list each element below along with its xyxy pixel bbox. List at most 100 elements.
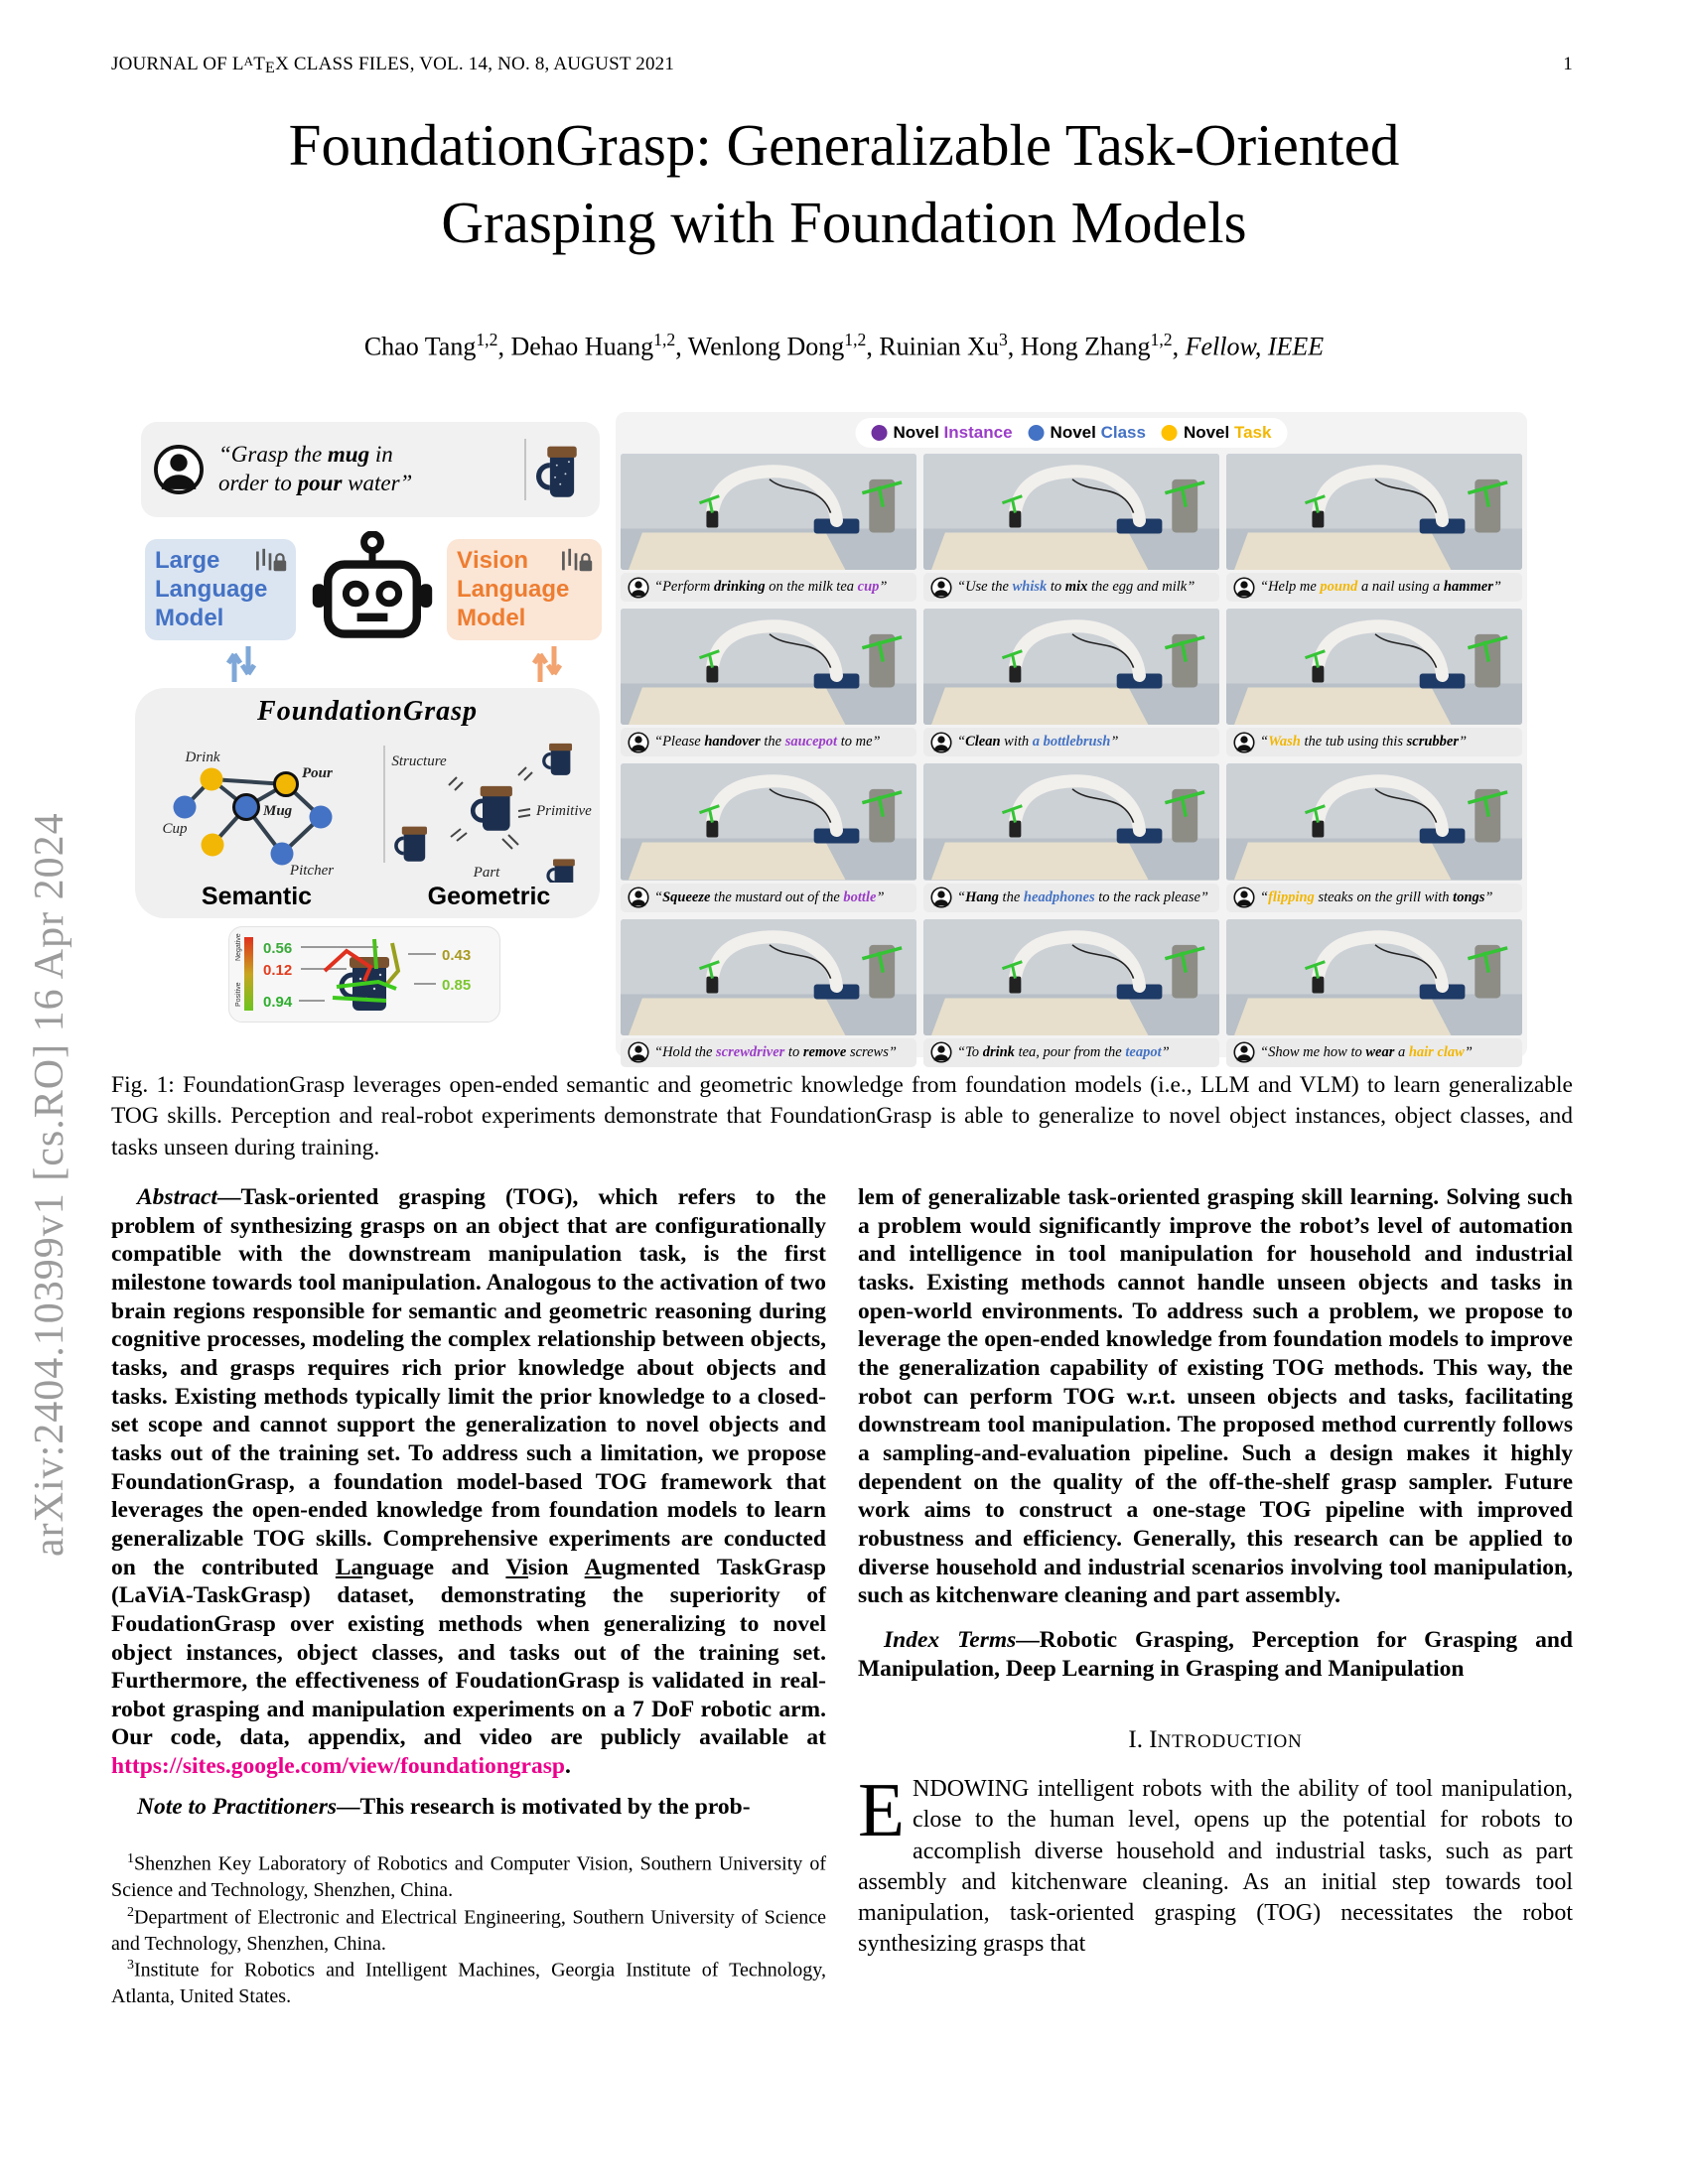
robot-demo-panel: “Help me pound a nail using a hammer” xyxy=(1226,454,1522,603)
panel-caption-text: “Perform drinking on the milk tea cup” xyxy=(654,579,888,596)
panel-caption: “Hang the headphones to the rack please” xyxy=(923,883,1219,912)
user-icon xyxy=(154,445,204,494)
robot-arm-scene xyxy=(923,763,1219,881)
score-value: 0.12 xyxy=(263,962,292,979)
node-label-mug: Mug xyxy=(262,803,293,819)
robot-photo xyxy=(923,918,1219,1035)
robot-photo xyxy=(621,454,916,571)
robot-demo-panel: “Perform drinking on the milk tea cup” xyxy=(621,454,916,603)
robot-photo xyxy=(621,763,916,881)
robot-photo xyxy=(621,609,916,726)
user-icon xyxy=(628,577,649,599)
colorbar-negative-label: Negative xyxy=(235,933,242,961)
robot-arm-scene xyxy=(621,609,916,726)
title-line-1: FoundationGrasp: Generalizable Task-Orie… xyxy=(288,112,1400,178)
robot-demo-panel: “Please handover the saucepot to me” xyxy=(621,609,916,757)
robot-arm-scene xyxy=(1226,763,1522,881)
panel-caption-text: “Clean with a bottlebrush” xyxy=(957,734,1119,751)
panel-caption-text: “Please handover the saucepot to me” xyxy=(654,734,881,751)
semantic-knowledge-graph: Drink Pour Mug Cup Pitcher xyxy=(162,750,334,879)
page-number: 1 xyxy=(1563,54,1573,74)
arxiv-watermark: arXiv:2404.10399v1 [cs.RO] 16 Apr 2024 xyxy=(27,812,72,1557)
robot-demo-panel: “Hold the screwdriver to remove screws” xyxy=(621,918,916,1067)
robot-demo-panel: “Wash the tub using this scrubber” xyxy=(1226,609,1522,757)
robot-demo-panel: “Hang the headphones to the rack please” xyxy=(923,763,1219,912)
query-box: “Grasp the mug in order to pour water” xyxy=(141,422,600,517)
drop-cap: E xyxy=(858,1767,906,1853)
panel-caption: “To drink tea, pour from the teapot” xyxy=(923,1037,1219,1067)
user-icon xyxy=(1233,1041,1255,1063)
robot-demo-panel: “Squeeze the mustard out of the bottle” xyxy=(621,763,916,912)
panel-caption-text: “Hang the headphones to the rack please” xyxy=(957,888,1208,905)
llm-label-line: Language xyxy=(155,575,268,603)
user-icon xyxy=(628,1041,649,1063)
note-continuation: lem of generalizable task-oriented grasp… xyxy=(858,1184,1573,1609)
robot-grid: “Perform drinking on the milk tea cup” xyxy=(621,454,1522,1067)
panel-caption: “flipping steaks on the grill with tongs… xyxy=(1226,883,1522,912)
robot-demo-grid-panel: Novel Instance Novel Class Novel Task xyxy=(616,412,1527,1067)
robot-photo xyxy=(1226,918,1522,1035)
user-icon xyxy=(930,577,952,599)
note-to-practitioners: Note to Practitioners—This research is m… xyxy=(137,1793,751,1820)
robot-photo xyxy=(621,918,916,1035)
score-value: 0.94 xyxy=(263,994,293,1011)
semantic-label: Semantic xyxy=(201,883,313,910)
figure-1: “Grasp the mug in order to pour water” L… xyxy=(129,412,1527,1067)
panel-caption: “Perform drinking on the milk tea cup” xyxy=(621,573,916,603)
node-label-pitcher: Pitcher xyxy=(289,863,334,879)
legend-item: Novel Class xyxy=(1028,423,1146,443)
section-heading-introduction: I. INTRODUCTION xyxy=(1128,1726,1303,1754)
index-terms: Index Terms—Robotic Grasping, Perception… xyxy=(858,1626,1573,1682)
legend-item: Novel Instance xyxy=(871,423,1013,443)
robot-arm-scene xyxy=(621,918,916,1035)
panel-caption-text: “Use the whisk to mix the egg and milk” xyxy=(957,579,1196,596)
llm-box: Large Language Model xyxy=(145,539,296,640)
query-text: “Grasp the mug in order to pour water” xyxy=(218,442,413,495)
robot-photo xyxy=(1226,763,1522,881)
panel-caption: “Help me pound a nail using a hammer” xyxy=(1226,573,1522,603)
panel-caption-text: “flipping steaks on the grill with tongs… xyxy=(1260,888,1493,905)
node-label-cup: Cup xyxy=(162,821,188,837)
footnote: 2Department of Electronic and Electrical… xyxy=(111,1904,826,1955)
user-icon xyxy=(930,1041,952,1063)
robot-arm-scene xyxy=(621,454,916,571)
robot-arm-scene xyxy=(621,763,916,881)
user-icon xyxy=(1233,732,1255,753)
user-icon xyxy=(628,887,649,908)
mug-with-grasps xyxy=(323,938,401,1011)
vlm-label-line: Vision xyxy=(457,547,529,574)
frozen-lock-icon xyxy=(256,548,287,572)
vlm-exchange-arrows-icon xyxy=(531,646,563,682)
score-value: 0.56 xyxy=(263,940,292,957)
panel-caption-text: “Wash the tub using this scrubber” xyxy=(1260,734,1468,751)
llm-exchange-arrows-icon xyxy=(225,646,257,682)
foundationgrasp-link[interactable]: https://sites.google.com/view/foundation… xyxy=(111,1753,565,1780)
robot-demo-panel: “Clean with a bottlebrush” xyxy=(923,609,1219,757)
user-icon xyxy=(1233,577,1255,599)
left-column: Abstract—Task-oriented grasping (TOG), w… xyxy=(111,1183,826,2010)
panel-caption: “Wash the tub using this scrubber” xyxy=(1226,728,1522,757)
panel-caption: “Squeeze the mustard out of the bottle” xyxy=(621,883,916,912)
intro-text: NDOWING intelligent robots with the abil… xyxy=(858,1776,1573,1958)
geometric-label: Geometric xyxy=(427,883,551,910)
frozen-lock-icon xyxy=(562,548,593,572)
user-icon xyxy=(628,732,649,753)
node-label-drink: Drink xyxy=(185,750,220,765)
robot-arm-scene xyxy=(923,918,1219,1035)
divider xyxy=(524,439,526,500)
robot-arm-scene xyxy=(923,609,1219,726)
divider xyxy=(383,746,385,863)
panel-caption-text: “Show me how to wear a hair claw” xyxy=(1260,1043,1473,1060)
figure-legend: Novel Instance Novel Class Novel Task xyxy=(855,418,1288,448)
panel-caption-text: “Hold the screwdriver to remove screws” xyxy=(654,1043,897,1060)
user-icon xyxy=(1233,887,1255,908)
user-icon xyxy=(930,887,952,908)
robot-arm-scene xyxy=(1226,609,1522,726)
running-header: JOURNAL OF LATEX CLASS FILES, VOL. 14, N… xyxy=(111,54,1573,77)
geometric-knowledge-diagram: Structure Primitive Part xyxy=(391,742,592,883)
colorbar-positive-label: Positive xyxy=(235,982,242,1007)
footnote: 1Shenzhen Key Laboratory of Robotics and… xyxy=(111,1851,826,1902)
paper-title: FoundationGrasp: Generalizable Task-Orie… xyxy=(0,107,1688,262)
footnotes: 1Shenzhen Key Laboratory of Robotics and… xyxy=(111,1850,826,2009)
journal-name: JOURNAL OF LATEX CLASS FILES, VOL. 14, N… xyxy=(111,54,675,77)
